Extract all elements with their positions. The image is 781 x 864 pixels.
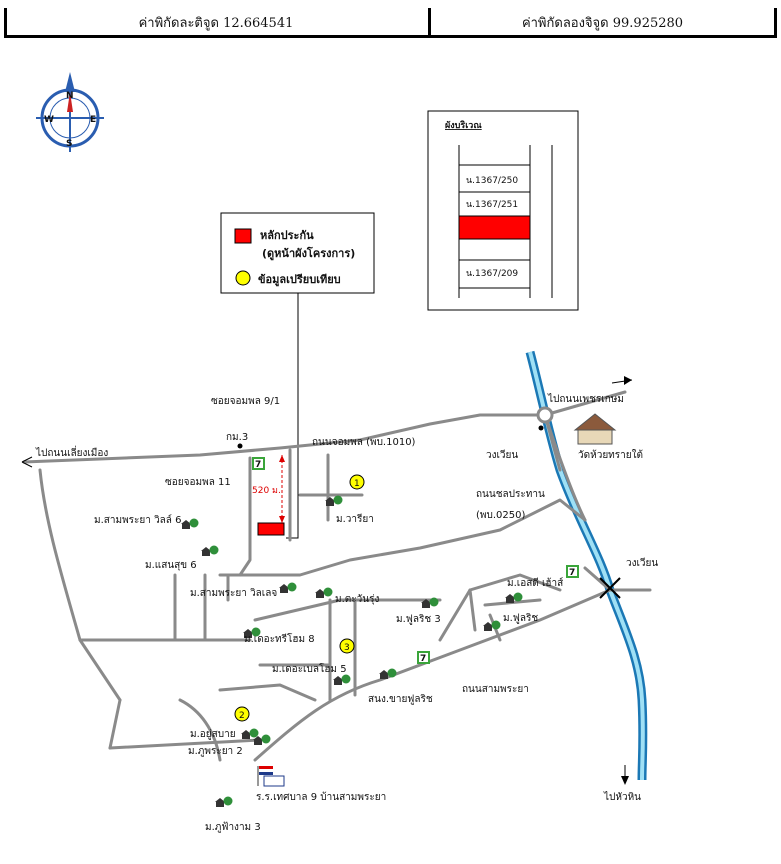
svg-text:3: 3 bbox=[344, 643, 350, 653]
label-sam-phraya-road: ถนนสามพระยา bbox=[462, 684, 529, 695]
label-sam-phraya-villa: ม.สามพระยา วิลเลจ bbox=[190, 588, 277, 599]
compass-n: N bbox=[66, 91, 74, 101]
label-jompol-11: ซอยจอมพล 11 bbox=[165, 477, 231, 488]
label-wariya: ม.วารียา bbox=[336, 513, 374, 525]
village-icon bbox=[315, 587, 333, 598]
legend-compare-icon bbox=[235, 270, 251, 286]
legend-compare-label: ข้อมูลเปรียบเทียบ bbox=[258, 273, 341, 287]
temple-icon bbox=[573, 413, 617, 445]
label-the-bell-home5: ม.เดอะเบลโฮม 5 bbox=[272, 662, 347, 675]
village-icon bbox=[181, 518, 199, 529]
legend-subject-note: (ดูหน้าผังโครงการ) bbox=[262, 246, 355, 261]
village-icon bbox=[421, 597, 439, 608]
village-icon bbox=[279, 582, 297, 593]
village-icon bbox=[333, 674, 351, 685]
svg-text:2: 2 bbox=[239, 711, 245, 721]
inset-title: ผังบริเวณ bbox=[445, 120, 482, 131]
compass-e: E bbox=[90, 115, 96, 125]
compass-s: S bbox=[66, 139, 72, 149]
label-wat: วัดห้วยทรายใต้ bbox=[578, 449, 643, 461]
village-icon bbox=[241, 728, 259, 739]
legend-subject-swatch bbox=[234, 228, 252, 244]
svg-text:7: 7 bbox=[255, 460, 261, 470]
roundabout-2-icon bbox=[599, 577, 621, 599]
label-jompol-road: ถนนจอมพล (พบ.1010) bbox=[312, 437, 416, 448]
label-chonprathan: ถนนชลประทาน bbox=[476, 489, 545, 500]
label-the-tree-home8: ม.เดอะทรีโฮม 8 bbox=[244, 632, 315, 645]
label-chonprathan-code: (พบ.0250) bbox=[476, 510, 525, 521]
store-icon: 7 bbox=[252, 457, 265, 470]
village-icon bbox=[325, 495, 343, 506]
label-roundabout-2: วงเวียน bbox=[626, 557, 658, 569]
label-yu-sabai: ม.อยู่สบาย bbox=[190, 729, 236, 740]
subject-property-marker: 520 ม. bbox=[252, 455, 285, 536]
inset-plot-1: น.1367/250 bbox=[466, 176, 518, 186]
km3-marker bbox=[237, 443, 243, 449]
legend: หลักประกัน (ดูหน้าผังโครงการ) ข้อมูลเปรี… bbox=[220, 212, 375, 294]
village-icon bbox=[505, 592, 523, 603]
label-fulrich3: ม.ฟูลริช 3 bbox=[396, 614, 441, 625]
svg-text:7: 7 bbox=[569, 568, 575, 578]
compass-rose-icon: N S E W bbox=[36, 72, 104, 152]
label-to-liang-muang: ไปถนนเลี่ยงเมือง bbox=[35, 445, 108, 459]
coord-divider-left bbox=[4, 8, 7, 35]
coord-divider-middle bbox=[428, 8, 431, 35]
distance-label: 520 ม. bbox=[252, 486, 281, 496]
label-to-phetkasem: ไปถนนเพชรเกษม bbox=[547, 393, 624, 405]
store-icon: 7 bbox=[417, 651, 430, 664]
label-sansuk6: ม.แสนสุข 6 bbox=[145, 560, 197, 571]
village-icon bbox=[201, 545, 219, 556]
label-school: ร.ร.เทศบาล 9 บ้านสามพระยา bbox=[256, 791, 386, 803]
latitude-label: ค่าพิกัดละติจูด 12.664541 bbox=[138, 16, 294, 31]
village-icon bbox=[379, 668, 397, 679]
label-fulrich-sales: สนง.ขายฟูลริช bbox=[368, 694, 433, 705]
arrow-left-icon bbox=[21, 456, 33, 468]
svg-text:7: 7 bbox=[420, 654, 426, 664]
label-to-hua-hin: ไปหัวหิน bbox=[603, 791, 641, 803]
compare-point-3: 3 bbox=[339, 638, 355, 654]
legend-subject-label: หลักประกัน bbox=[260, 229, 314, 242]
longitude-label: ค่าพิกัดลองจิจูด 99.925280 bbox=[521, 16, 684, 31]
inset-site-plan: ผังบริเวณ น.1367/250 น.1367/251 น.1367/2… bbox=[427, 110, 579, 311]
roundabout-1-icon bbox=[536, 406, 554, 424]
inset-plot-3: น.1367/209 bbox=[466, 269, 518, 279]
label-phu-fa-ngam3: ม.ภูฟ้างาม 3 bbox=[205, 821, 261, 833]
label-fulrich: ม.ฟูลริช bbox=[503, 613, 538, 624]
label-km3: กม.3 bbox=[226, 432, 248, 443]
village-icon bbox=[253, 734, 271, 745]
label-phu-phraya2: ม.ภูพระยา 2 bbox=[188, 746, 243, 757]
compare-point-2: 2 bbox=[234, 706, 250, 722]
svg-text:1: 1 bbox=[354, 479, 360, 489]
legend-leader-line bbox=[286, 293, 299, 539]
road-network bbox=[22, 390, 652, 762]
arrow-right-icon bbox=[611, 376, 633, 385]
label-jompol-9-1: ซอยจอมพล 9/1 bbox=[211, 396, 280, 407]
village-icon bbox=[243, 627, 261, 638]
inset-subject-plot bbox=[458, 215, 531, 240]
coordinate-bar: ค่าพิกัดละติจูด 12.664541 ค่าพิกัดลองจิจ… bbox=[4, 8, 777, 38]
school-icon bbox=[257, 766, 285, 787]
label-tawanrung: ม.ตะวันรุ่ง bbox=[335, 594, 379, 605]
village-icon bbox=[483, 620, 501, 631]
label-s-d-house: ม.เอสดี เฮ้าส์ bbox=[507, 577, 563, 589]
arrow-down-icon bbox=[621, 765, 629, 785]
coord-divider-right bbox=[774, 8, 777, 35]
compare-point-1: 1 bbox=[349, 474, 365, 490]
compass-w: W bbox=[44, 115, 54, 125]
roundabout-1-marker bbox=[538, 425, 544, 431]
inset-plot-2: น.1367/251 bbox=[466, 200, 518, 210]
store-icon: 7 bbox=[566, 565, 579, 578]
village-icon bbox=[215, 796, 233, 807]
label-sam-phraya-villa6: ม.สามพระยา วิลล์ 6 bbox=[94, 514, 181, 526]
label-roundabout-1: วงเวียน bbox=[486, 449, 518, 461]
